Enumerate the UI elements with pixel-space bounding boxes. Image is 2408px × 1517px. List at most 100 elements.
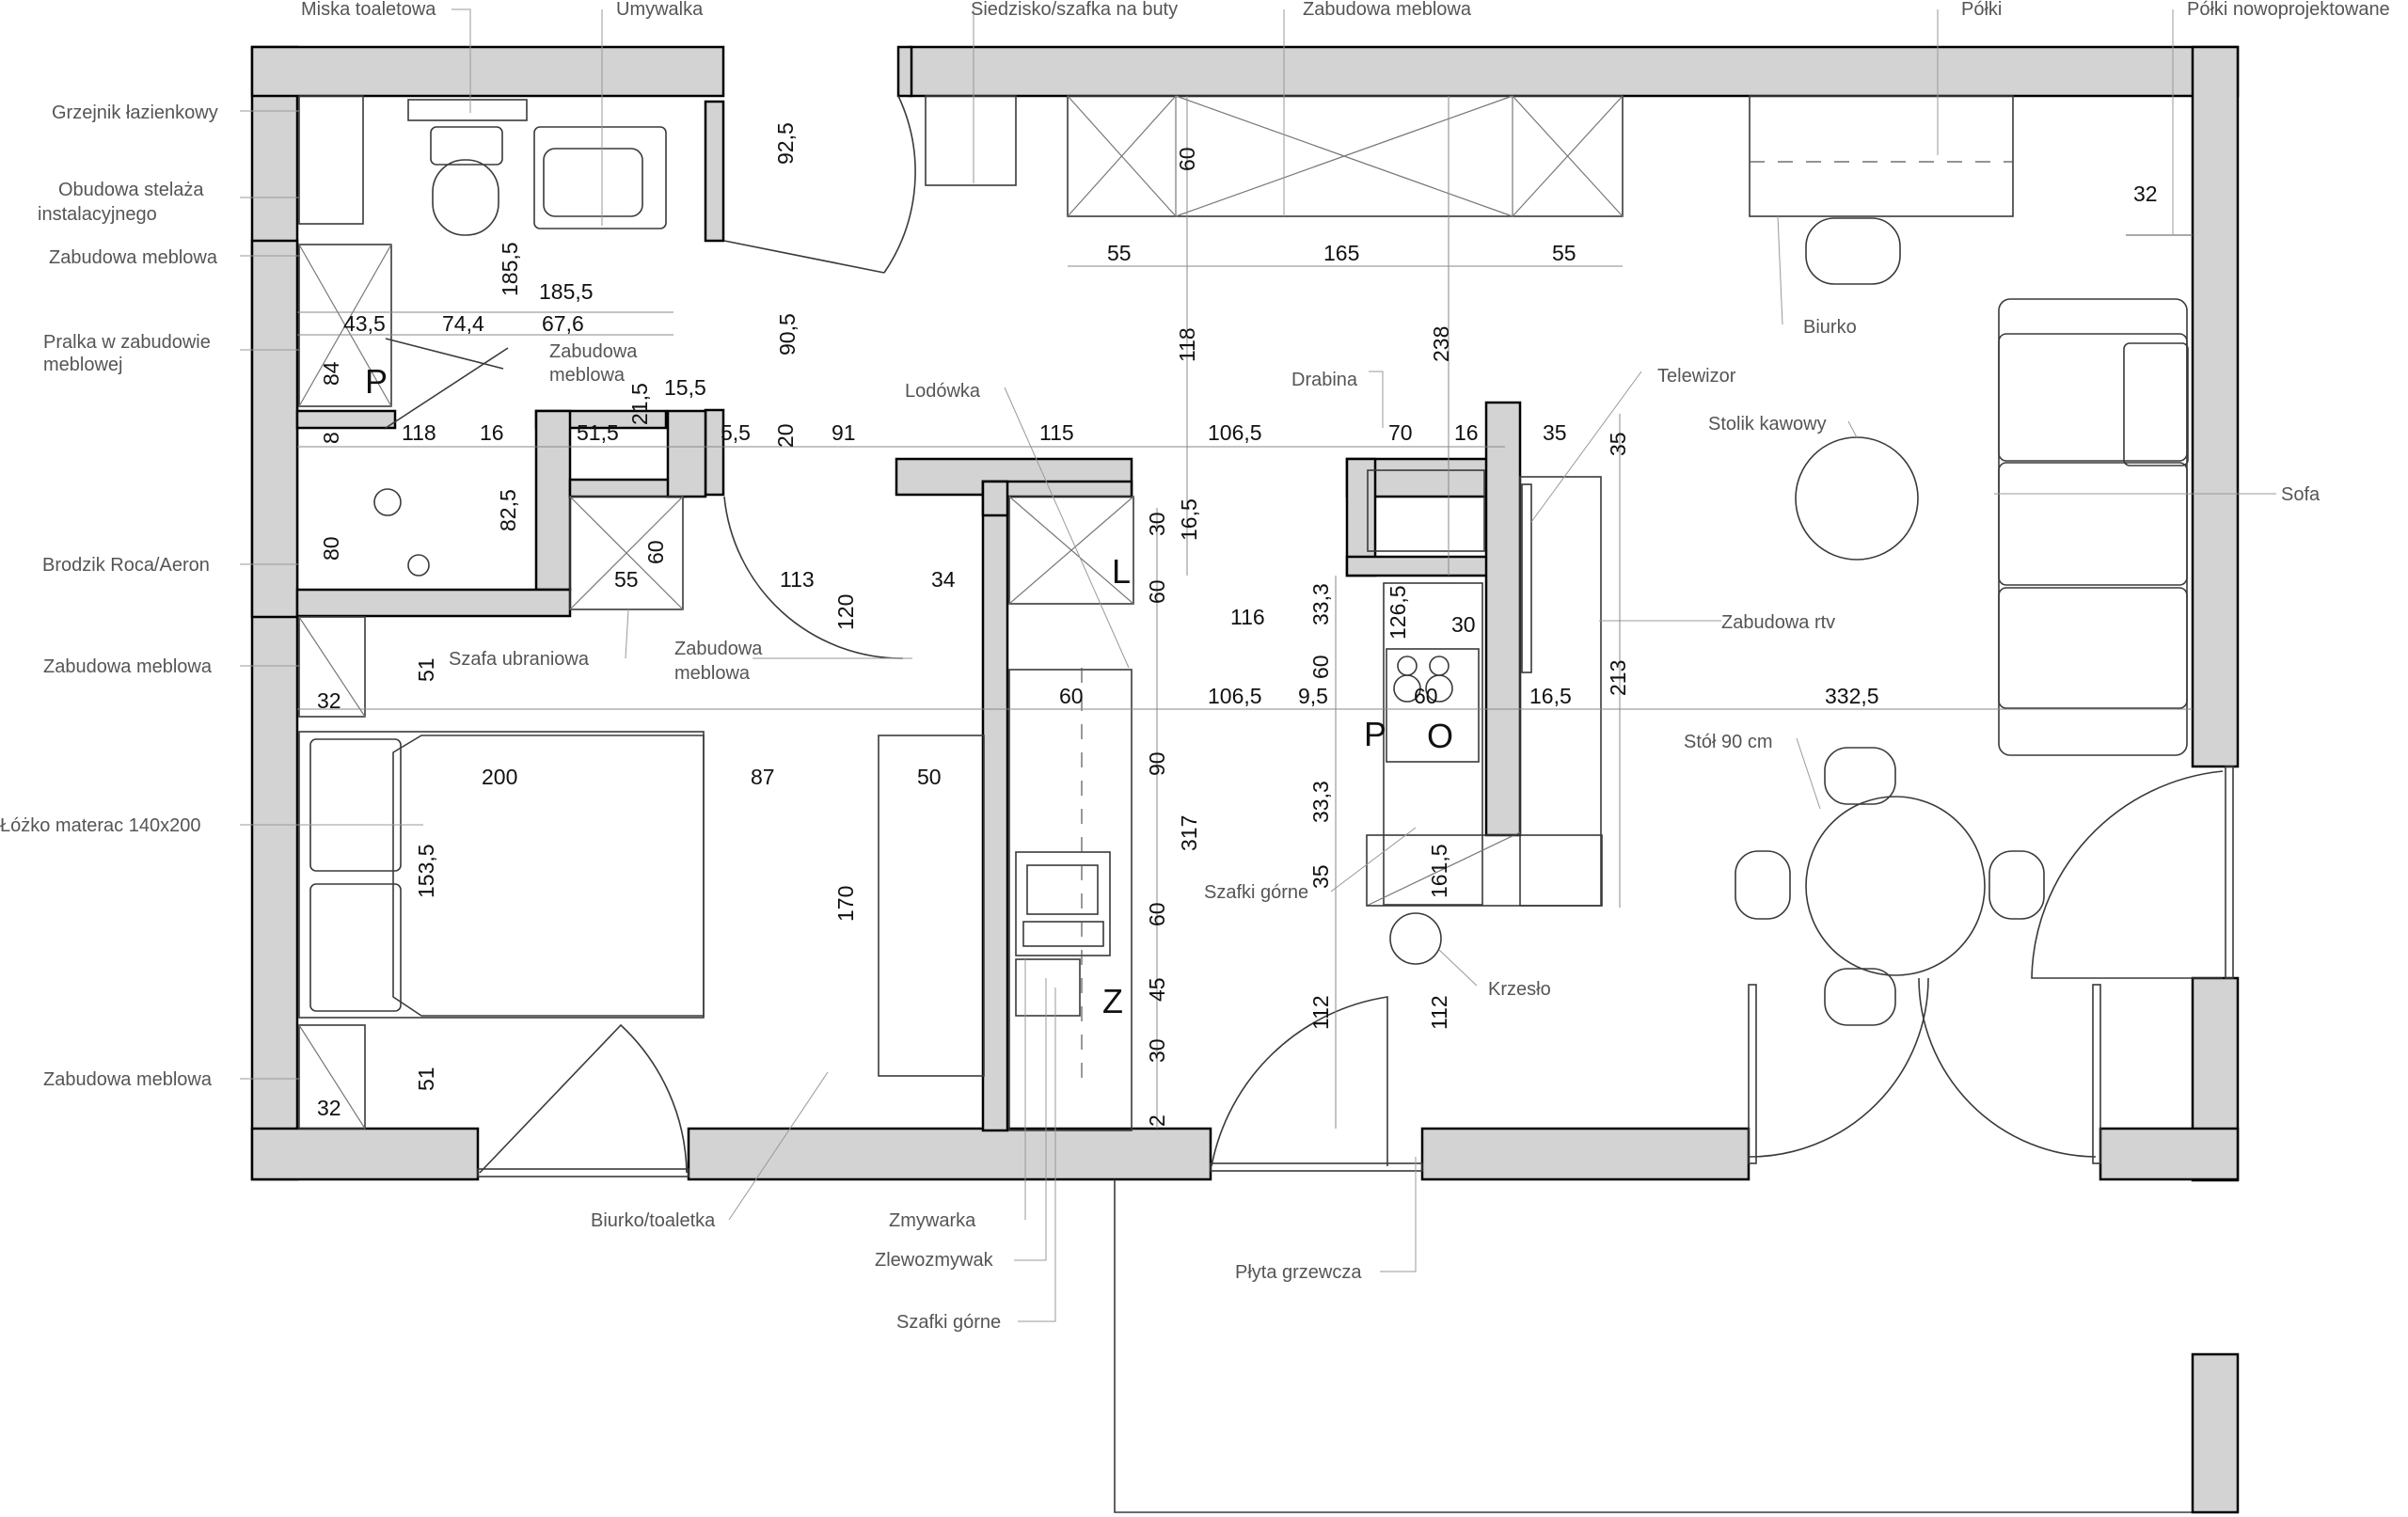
sofa-armrest <box>2123 342 2189 466</box>
balcony <box>1114 1179 2240 1514</box>
balcony-door-arc-2 <box>1918 977 2097 1158</box>
shoe-bench <box>925 95 1017 186</box>
shower-drain <box>373 488 402 516</box>
label-telewizor: Telewizor <box>1657 366 1736 387</box>
label-plyta: Płyta grzewcza <box>1235 1262 1362 1283</box>
dim-33-3a: 33,3 <box>1308 583 1333 625</box>
bath-door-leaf <box>385 338 504 370</box>
furniture <box>298 95 2193 1131</box>
dim-60c: 60 <box>1308 655 1333 679</box>
dim-60d: 60 <box>1059 684 1084 708</box>
wall-bottom-3 <box>1420 1127 1751 1181</box>
dim-35v: 35 <box>1606 432 1630 456</box>
dimension-lines <box>297 96 2193 1129</box>
dim-112a: 112 <box>1308 995 1333 1030</box>
wall-column-right <box>1484 401 1522 837</box>
dim-60f: 60 <box>1145 902 1169 926</box>
label-grzejnik: Grzejnik łazienkowy <box>52 103 218 123</box>
dim-60-szafa: 60 <box>643 540 668 564</box>
fridge-top <box>1008 496 1134 605</box>
cab-x-b <box>1067 95 1177 217</box>
label-obudowa-2: instalacyjnego <box>38 204 157 225</box>
dim-5-5: 5,5 <box>721 420 751 445</box>
dim-16a: 16 <box>480 420 504 445</box>
dim-32a: 32 <box>317 688 341 713</box>
dim-16b: 16 <box>1454 420 1479 445</box>
dim-161-5: 161,5 <box>1427 844 1451 898</box>
leader-zlewozmywak <box>1014 978 1047 1261</box>
desk-chair <box>1805 217 1901 285</box>
label-drabina: Drabina <box>1291 370 1358 390</box>
dim-317: 317 <box>1177 815 1201 851</box>
cab-x-f <box>1512 95 1624 217</box>
label-pralka-1: Pralka w zabudowie <box>43 332 211 353</box>
wall-kitchen-left <box>981 480 1009 1132</box>
sofa <box>1998 298 2188 756</box>
leader-lodowka <box>1004 387 1130 669</box>
dining-chair-3 <box>1735 850 1791 920</box>
marker-p-piekarnik: P <box>1364 715 1386 753</box>
leader-stolik <box>1847 420 1858 438</box>
label-biurko-toaletka: Biurko/toaletka <box>591 1210 716 1231</box>
dim-87: 87 <box>751 765 775 789</box>
label-polki: Półki <box>1961 0 2002 20</box>
pillow-1 <box>309 738 402 872</box>
dim-80: 80 <box>319 536 343 561</box>
dim-51a: 51 <box>414 657 438 682</box>
balcony-door-arc-1 <box>1749 977 1929 1158</box>
balcony-door-frame-1 <box>1748 984 1757 1164</box>
fridge-x2 <box>1008 496 1134 605</box>
dim-60b: 60 <box>1145 579 1169 604</box>
label-zabudowa-rtv: Zabudowa rtv <box>1721 612 1835 633</box>
wall-top-left <box>250 45 725 98</box>
island-edge <box>1366 831 1521 907</box>
entry-door-arc <box>883 95 916 274</box>
wall-pillar <box>666 409 707 498</box>
dim-185-5v: 185,5 <box>498 242 522 296</box>
dim-8: 8 <box>319 432 343 444</box>
label-zmywarka: Zmywarka <box>889 1210 976 1231</box>
wall-v-shower <box>534 409 572 592</box>
label-zabudowa-left3: Zabudowa meblowa <box>43 1069 213 1090</box>
toilet-frame-housing <box>407 99 528 121</box>
dim-185-5h: 185,5 <box>539 279 594 304</box>
island <box>1366 834 1603 907</box>
sofa-cushion-1 <box>1998 333 2188 462</box>
bed-blanket <box>392 735 705 1017</box>
dim-90-5: 90,5 <box>775 313 800 356</box>
dim-106-5b: 106,5 <box>1208 684 1262 708</box>
marker-p-pralka: P <box>365 362 388 401</box>
dim-70: 70 <box>1388 420 1413 445</box>
wall-bottom-4 <box>2099 1127 2240 1181</box>
cabinet-left-1 <box>298 616 366 718</box>
dim-332-5: 332,5 <box>1825 684 1879 708</box>
leader-miska <box>452 8 471 113</box>
dim-32-top: 32 <box>2133 182 2158 206</box>
dim-21-5: 21,5 <box>627 383 652 425</box>
dining-chair-2 <box>1824 968 1896 1026</box>
window-kitchen <box>1210 1162 1423 1172</box>
kitchen-counter <box>1008 669 1133 1131</box>
washer-x2 <box>298 244 392 407</box>
toilet-tank <box>430 126 503 166</box>
label-zab-mid-2: meblowa <box>549 365 626 386</box>
dim-118v: 118 <box>1175 327 1199 362</box>
dim-50: 50 <box>917 765 942 789</box>
wardrobe <box>569 496 684 610</box>
wall-bottom-2 <box>687 1127 1212 1181</box>
dim-35a: 35 <box>1543 420 1567 445</box>
cabinet-left-2 <box>298 1024 366 1130</box>
dining-table <box>1805 796 1986 976</box>
bath-radiator-cabinet <box>298 95 364 225</box>
wall-balcony-right <box>2191 1352 2240 1514</box>
dim-120: 120 <box>833 594 858 630</box>
dim-126-5: 126,5 <box>1386 585 1410 640</box>
kitchen-window-door <box>1211 996 1388 1167</box>
sofa-cushion-3 <box>1998 587 2188 709</box>
bedroom-door-arc <box>723 496 904 659</box>
desk-dressing <box>878 735 985 1077</box>
dim-153-5: 153,5 <box>414 844 438 898</box>
dim-106-5a: 106,5 <box>1208 420 1262 445</box>
label-stolik: Stolik kawowy <box>1708 414 1827 435</box>
cabinet-left-2-x <box>298 1024 366 1130</box>
